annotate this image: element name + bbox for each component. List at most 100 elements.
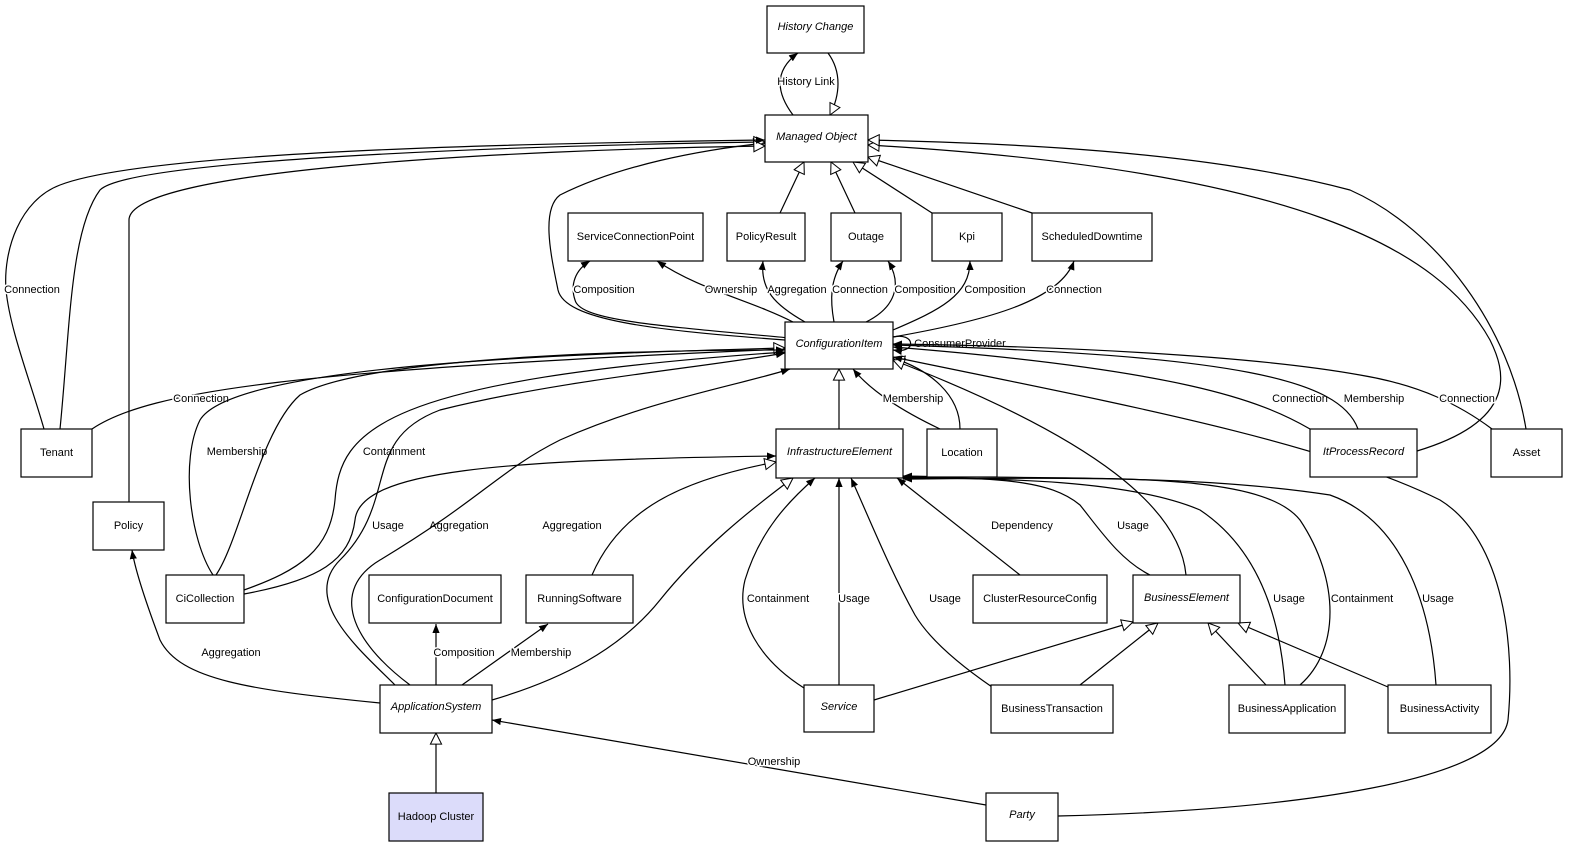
node-configuration-item[interactable]: ConfigurationItem	[784, 321, 894, 370]
edge-policy-inherits-managed-object	[128, 146, 765, 502]
edge-label-connection-tenant-ci: Connection Connection	[172, 392, 231, 407]
node-party[interactable]: Party	[985, 792, 1059, 842]
node-managed-object[interactable]: Managed Object	[764, 114, 869, 163]
node-service[interactable]: Service	[803, 684, 875, 733]
edge-ci-connection-scheduled-downtime	[892, 260, 1075, 338]
edge-business-activity-inherits-business-element	[1238, 623, 1389, 688]
node-kpi-label: Kpi	[959, 231, 975, 243]
edge-label-connection-asset: Connection Connection	[1438, 392, 1497, 407]
node-business-transaction[interactable]: BusinessTransaction	[990, 684, 1114, 734]
svg-text:Aggregation: Aggregation	[429, 520, 488, 532]
edge-label-usage-cicollection: Usage Usage	[371, 519, 406, 534]
nodes: History Change Managed Object ServiceCon…	[20, 5, 1563, 842]
node-infrastructure-element[interactable]: InfrastructureElement	[775, 428, 904, 479]
node-ci-collection-label: CiCollection	[176, 593, 235, 605]
edge-label-composition-scp: Composition Composition	[572, 283, 636, 298]
node-outage[interactable]: Outage	[830, 212, 902, 262]
edge-label-aggregation-policy-result: Aggregation Aggregation	[766, 283, 828, 298]
node-business-application[interactable]: BusinessApplication	[1228, 684, 1346, 734]
edge-label-history-link: History Link History Link	[776, 75, 837, 90]
node-kpi[interactable]: Kpi	[931, 212, 1003, 262]
node-asset[interactable]: Asset	[1490, 428, 1563, 478]
svg-text:Connection: Connection	[173, 393, 229, 405]
node-configuration-document-label: ConfigurationDocument	[377, 593, 493, 605]
svg-text:Composition: Composition	[894, 284, 955, 296]
node-location[interactable]: Location	[926, 428, 998, 478]
svg-text:Aggregation: Aggregation	[542, 520, 601, 532]
edge-history-link-out	[779, 52, 799, 116]
node-infrastructure-element-label: InfrastructureElement	[787, 446, 893, 458]
edge-ci-connection-outage	[831, 260, 844, 323]
edge-kpi-inherits-managed-object	[853, 162, 933, 214]
svg-text:Aggregation: Aggregation	[429, 520, 488, 532]
svg-text:Connection: Connection	[832, 284, 888, 296]
node-running-software[interactable]: RunningSoftware	[525, 574, 634, 624]
node-scheduled-downtime-label: ScheduledDowntime	[1042, 231, 1143, 243]
edge-service-inherits-business-element	[873, 622, 1133, 701]
svg-text:Connection: Connection	[832, 284, 888, 296]
node-policy[interactable]: Policy	[92, 501, 165, 551]
node-policy-result[interactable]: PolicyResult	[726, 212, 806, 262]
svg-text:Composition: Composition	[964, 284, 1025, 296]
edge-appsystem-inherits-infrastructure	[491, 478, 793, 701]
edge-ci-inherits-managed-object	[548, 143, 786, 341]
svg-text:Composition: Composition	[964, 284, 1025, 296]
node-service-connection-point[interactable]: ServiceConnectionPoint	[567, 212, 704, 262]
edge-label-membership-location: Membership Membership	[881, 392, 945, 407]
node-application-system[interactable]: ApplicationSystem	[379, 684, 493, 734]
edge-location-membership-ci	[852, 368, 941, 430]
edge-label-ownership-party: Ownership Ownership	[746, 755, 802, 770]
edge-label-composition-config-doc: Composition Composition	[432, 646, 496, 661]
svg-text:Ownership: Ownership	[705, 284, 758, 296]
node-configuration-document[interactable]: ConfigurationDocument	[368, 574, 502, 624]
node-business-activity[interactable]: BusinessActivity	[1387, 684, 1492, 734]
node-hadoop-cluster[interactable]: Hadoop Cluster	[388, 792, 484, 842]
node-it-process-record[interactable]: ItProcessRecord	[1309, 428, 1418, 478]
node-cluster-resource-config[interactable]: ClusterResourceConfig	[972, 574, 1108, 624]
node-history-change-label: History Change	[778, 21, 854, 33]
edge-itprocess-connection-ci	[892, 344, 1311, 430]
node-ci-collection[interactable]: CiCollection	[165, 574, 245, 624]
svg-text:Ownership: Ownership	[705, 284, 758, 296]
svg-text:Aggregation: Aggregation	[767, 284, 826, 296]
node-configuration-item-label: ConfigurationItem	[796, 338, 883, 350]
edge-itprocess-inherits-managed-object	[868, 145, 1502, 452]
edge-label-usage-business-application: Usage Usage	[1272, 592, 1307, 607]
edge-label-usage-business-transaction: Usage Usage	[928, 592, 963, 607]
edge-cicollection-aggregation-ci	[215, 346, 786, 576]
node-business-element[interactable]: BusinessElement	[1132, 574, 1241, 624]
node-business-element-label: BusinessElement	[1144, 592, 1230, 604]
edge-party-ownership-appsystem	[491, 717, 987, 806]
edge-cicollection-membership-ci	[188, 348, 785, 576]
node-scheduled-downtime[interactable]: ScheduledDowntime	[1031, 212, 1153, 262]
edge-label-connection-itprocess: Connection Connection	[1271, 392, 1330, 407]
svg-text:Dependency: Dependency	[991, 520, 1053, 532]
svg-text:Composition: Composition	[573, 284, 634, 296]
node-tenant[interactable]: Tenant	[20, 428, 93, 478]
node-policy-result-label: PolicyResult	[736, 231, 797, 243]
edge-label-connection-tenant-mo: Connection Connection	[3, 283, 62, 298]
svg-text:Dependency: Dependency	[991, 520, 1053, 532]
svg-text:Usage: Usage	[1422, 593, 1454, 605]
edge-label-containment-service: Containment Containment	[745, 592, 810, 607]
svg-text:Usage: Usage	[838, 593, 870, 605]
edge-label-aggregation-policy: Aggregation Aggregation	[200, 646, 262, 661]
edge-ci-aggregation-policy-result	[758, 260, 806, 323]
edge-business-activity-usage-infrastructure	[902, 475, 1437, 686]
edge-tenant-connection-managed-object	[5, 136, 766, 430]
edge-label-membership-cicollection: Membership Membership	[205, 445, 269, 460]
svg-text:Containment: Containment	[363, 446, 425, 458]
edge-outage-inherits-managed-object	[831, 162, 856, 214]
svg-text:Usage: Usage	[372, 520, 404, 532]
svg-text:Usage: Usage	[1117, 520, 1149, 532]
svg-text:Aggregation: Aggregation	[201, 647, 260, 659]
node-policy-label: Policy	[114, 520, 144, 532]
edge-cicollection-usage-infrastructure	[243, 452, 777, 595]
node-service-connection-point-label: ServiceConnectionPoint	[577, 231, 694, 243]
edge-ci-composition-outage	[865, 260, 896, 323]
edge-label-usage-business-element: Usage Usage	[1116, 519, 1151, 534]
edge-scheduled-downtime-inherits-managed-object	[868, 157, 1033, 214]
edge-label-connection-outage: Connection Connection	[831, 283, 890, 298]
node-history-change[interactable]: History Change	[766, 5, 865, 54]
svg-text:Connection: Connection	[1046, 284, 1102, 296]
